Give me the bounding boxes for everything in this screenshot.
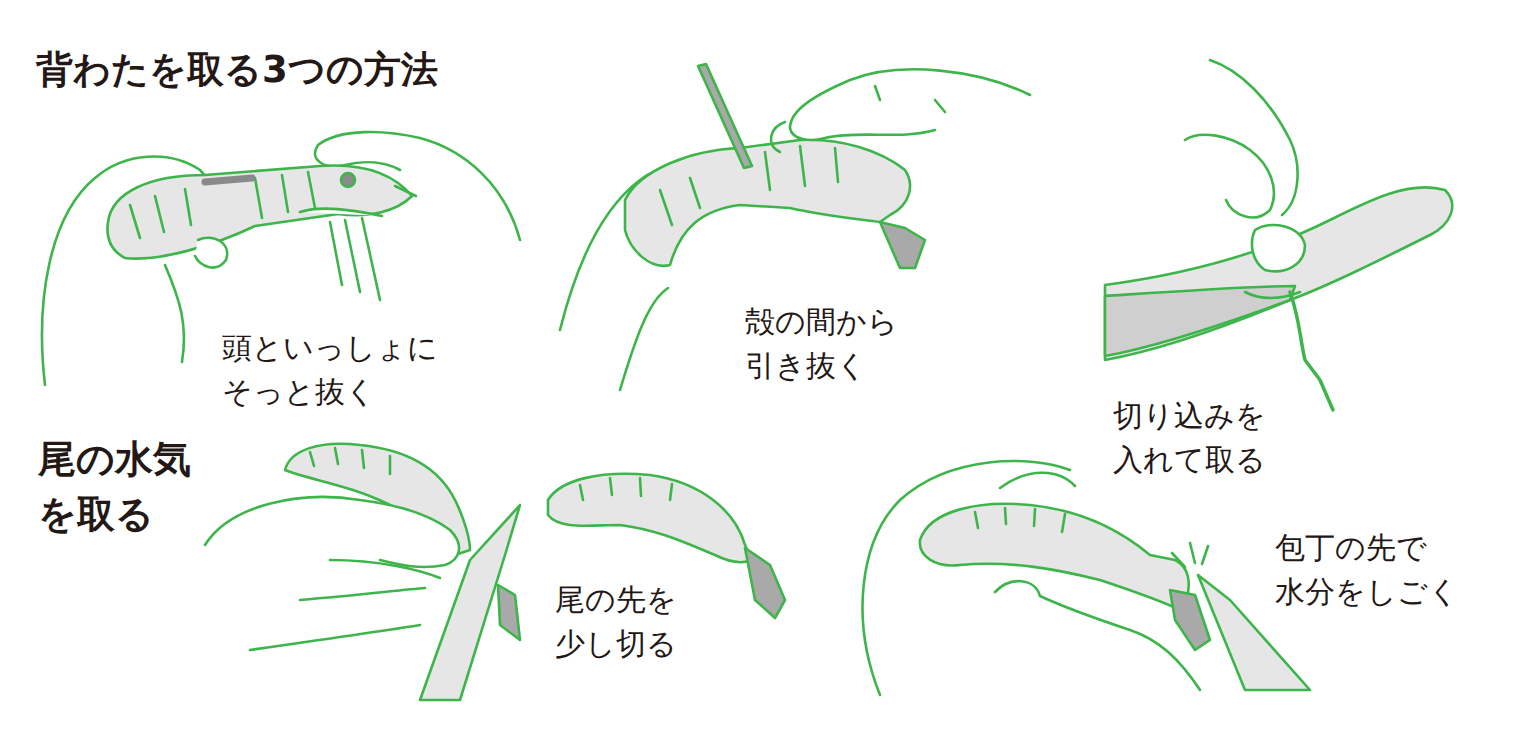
tail-squeeze-illustration (1202, 546, 1208, 564)
shrimp-skewer-method (771, 122, 785, 152)
tail-cut-illustration (310, 452, 314, 466)
step-caption: 殻の間から 引き抜く (745, 300, 898, 387)
tail-cut-illustration (300, 588, 425, 600)
shrimp-skewer-method (698, 64, 752, 168)
shrimp-cut-method (1252, 225, 1305, 271)
shrimp-head-method (130, 205, 140, 238)
tail-cut-illustration (420, 505, 520, 700)
shrimp-skewer-method (660, 190, 672, 225)
shrimp-head-method (395, 186, 416, 196)
tail-cut-illustration (610, 478, 612, 495)
tail-cut-illustration (745, 548, 785, 618)
shrimp-head-method (341, 173, 355, 187)
tail-cut-illustration (498, 585, 520, 640)
tail-squeeze-illustration (975, 512, 978, 528)
step-caption: 頭といっしょに そっと抜く (222, 326, 438, 413)
shrimp-head-method (330, 222, 342, 285)
tail-cut-illustration (580, 485, 583, 500)
tail-cut-illustration (205, 444, 785, 700)
tail-squeeze-illustration (1172, 553, 1185, 567)
shrimp-skewer-method (800, 146, 805, 186)
shrimp-head-method (165, 265, 184, 362)
title: 背わたを取る3つの方法 (36, 48, 438, 92)
tail-cut-illustration (335, 448, 338, 464)
step-caption: 包丁の先で 水分をしごく (1275, 526, 1459, 613)
tail-squeeze-illustration (1170, 590, 1210, 650)
shrimp-skewer-method (560, 64, 1030, 390)
tail-squeeze-illustration (863, 461, 1310, 695)
tail-squeeze-illustration (920, 504, 1189, 610)
tail-squeeze-illustration (1040, 596, 1200, 690)
shrimp-skewer-method (875, 86, 880, 100)
tail-cut-illustration (330, 560, 440, 578)
section-heading: 尾の水気 を取る (38, 432, 191, 542)
step-caption: 尾の先を 少し切る (555, 578, 677, 665)
step-caption: 切り込みを 入れて取る (1113, 394, 1266, 481)
shrimp-cut-method (1185, 135, 1274, 218)
shrimp-cut-method (1105, 60, 1452, 410)
shrimp-skewer-method (625, 140, 910, 266)
tail-squeeze-illustration (1005, 508, 1006, 524)
shrimp-cut-method (1105, 286, 1295, 356)
shrimp-head-method (308, 172, 315, 208)
shrimp-skewer-method (835, 148, 838, 182)
shrimp-head-method (155, 196, 164, 232)
tail-squeeze-illustration (1034, 509, 1035, 526)
shrimp-head-method (345, 220, 360, 292)
shrimp-head-method (195, 238, 227, 268)
tail-cut-illustration (548, 474, 752, 562)
shrimp-cut-method (1105, 187, 1452, 360)
shrimp-head-method (255, 178, 262, 218)
shrimp-skewer-method (765, 152, 770, 190)
shrimp-head-method (205, 178, 252, 182)
tail-cut-illustration (362, 450, 364, 468)
shrimp-head-method (362, 218, 380, 300)
tail-squeeze-illustration (995, 581, 1040, 596)
shrimp-head-method (185, 189, 191, 225)
shrimp-head-method (300, 209, 382, 216)
tail-cut-illustration (640, 478, 641, 496)
tail-squeeze-illustration (863, 461, 1070, 695)
shrimp-skewer-method (935, 100, 945, 112)
shrimp-cut-method (1290, 292, 1333, 410)
tail-cut-illustration (389, 456, 392, 474)
tail-cut-illustration (205, 497, 459, 567)
tail-squeeze-illustration (1000, 473, 1075, 488)
tail-cut-illustration (670, 484, 672, 500)
shrimp-skewer-method (880, 222, 925, 268)
shrimp-head-method (282, 175, 288, 212)
shrimp-skewer-method (690, 178, 700, 208)
tail-squeeze-illustration (1190, 543, 1195, 563)
shrimp-skewer-method (790, 69, 1030, 140)
tail-squeeze-illustration (1062, 514, 1065, 532)
shrimp-head-method (108, 165, 412, 258)
tail-cut-illustration (250, 625, 420, 650)
shrimp-skewer-method (620, 288, 668, 390)
